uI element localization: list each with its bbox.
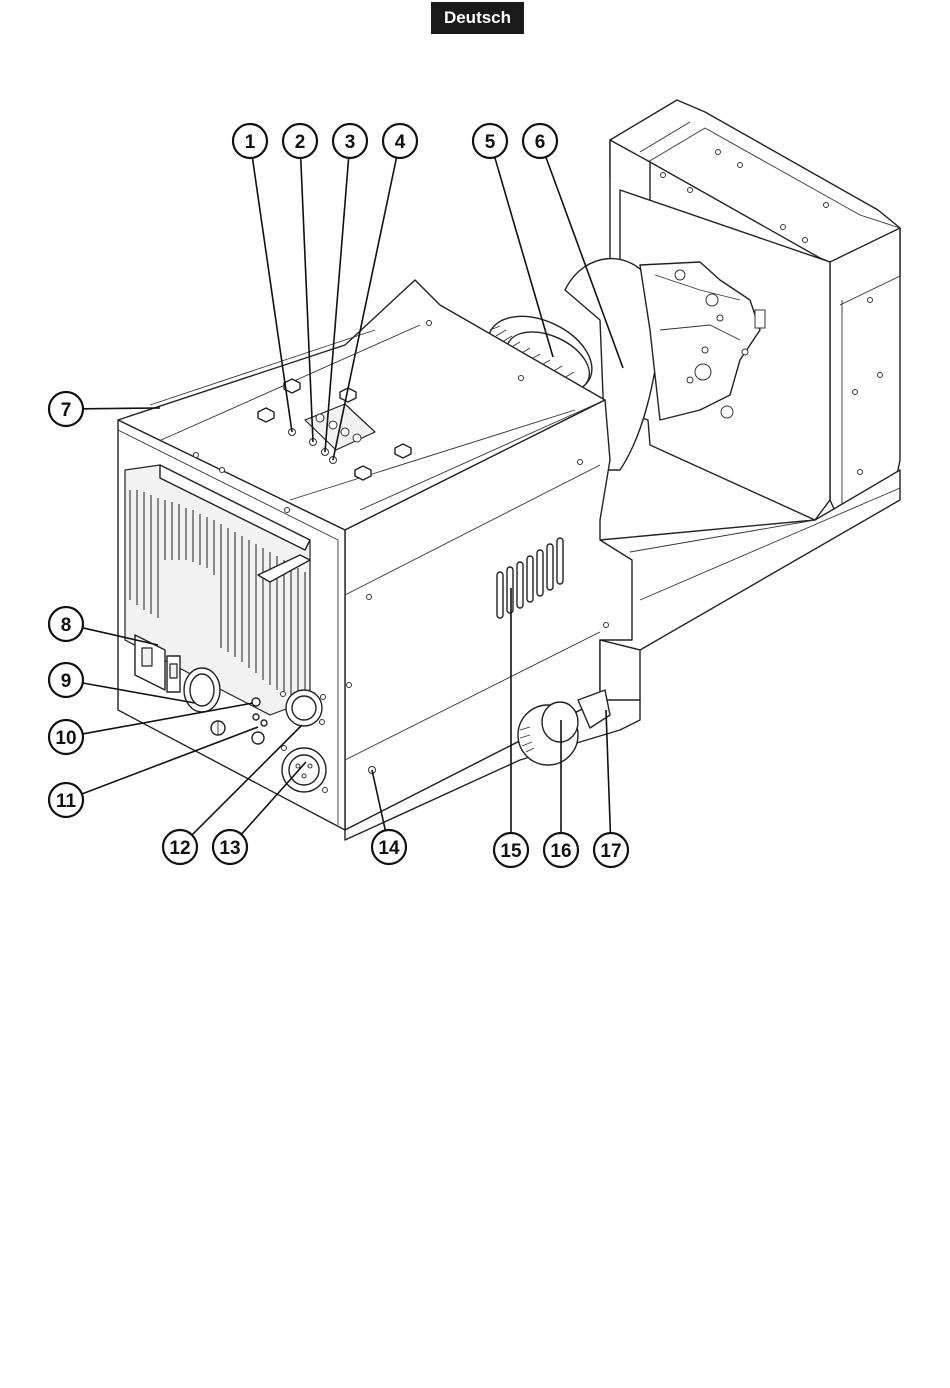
callout-number: 13 xyxy=(219,838,240,859)
callout-number: 4 xyxy=(395,132,406,153)
callout-number: 15 xyxy=(500,841,522,862)
callout-number: 9 xyxy=(61,671,72,692)
callout-number: 3 xyxy=(345,132,356,153)
callout-number: 6 xyxy=(535,132,546,153)
callout-number: 1 xyxy=(245,132,256,153)
callout-number: 12 xyxy=(169,838,190,859)
callout-number: 10 xyxy=(55,728,76,749)
callout-leader-line xyxy=(83,408,160,409)
callout-number: 14 xyxy=(378,838,400,859)
callout-number: 17 xyxy=(600,841,621,862)
callout-number: 16 xyxy=(550,841,571,862)
callout-number: 7 xyxy=(61,400,72,421)
callout-number: 5 xyxy=(485,132,496,153)
callout-number: 11 xyxy=(56,791,77,812)
callout-number: 2 xyxy=(295,132,306,153)
callout-number: 8 xyxy=(61,615,72,636)
